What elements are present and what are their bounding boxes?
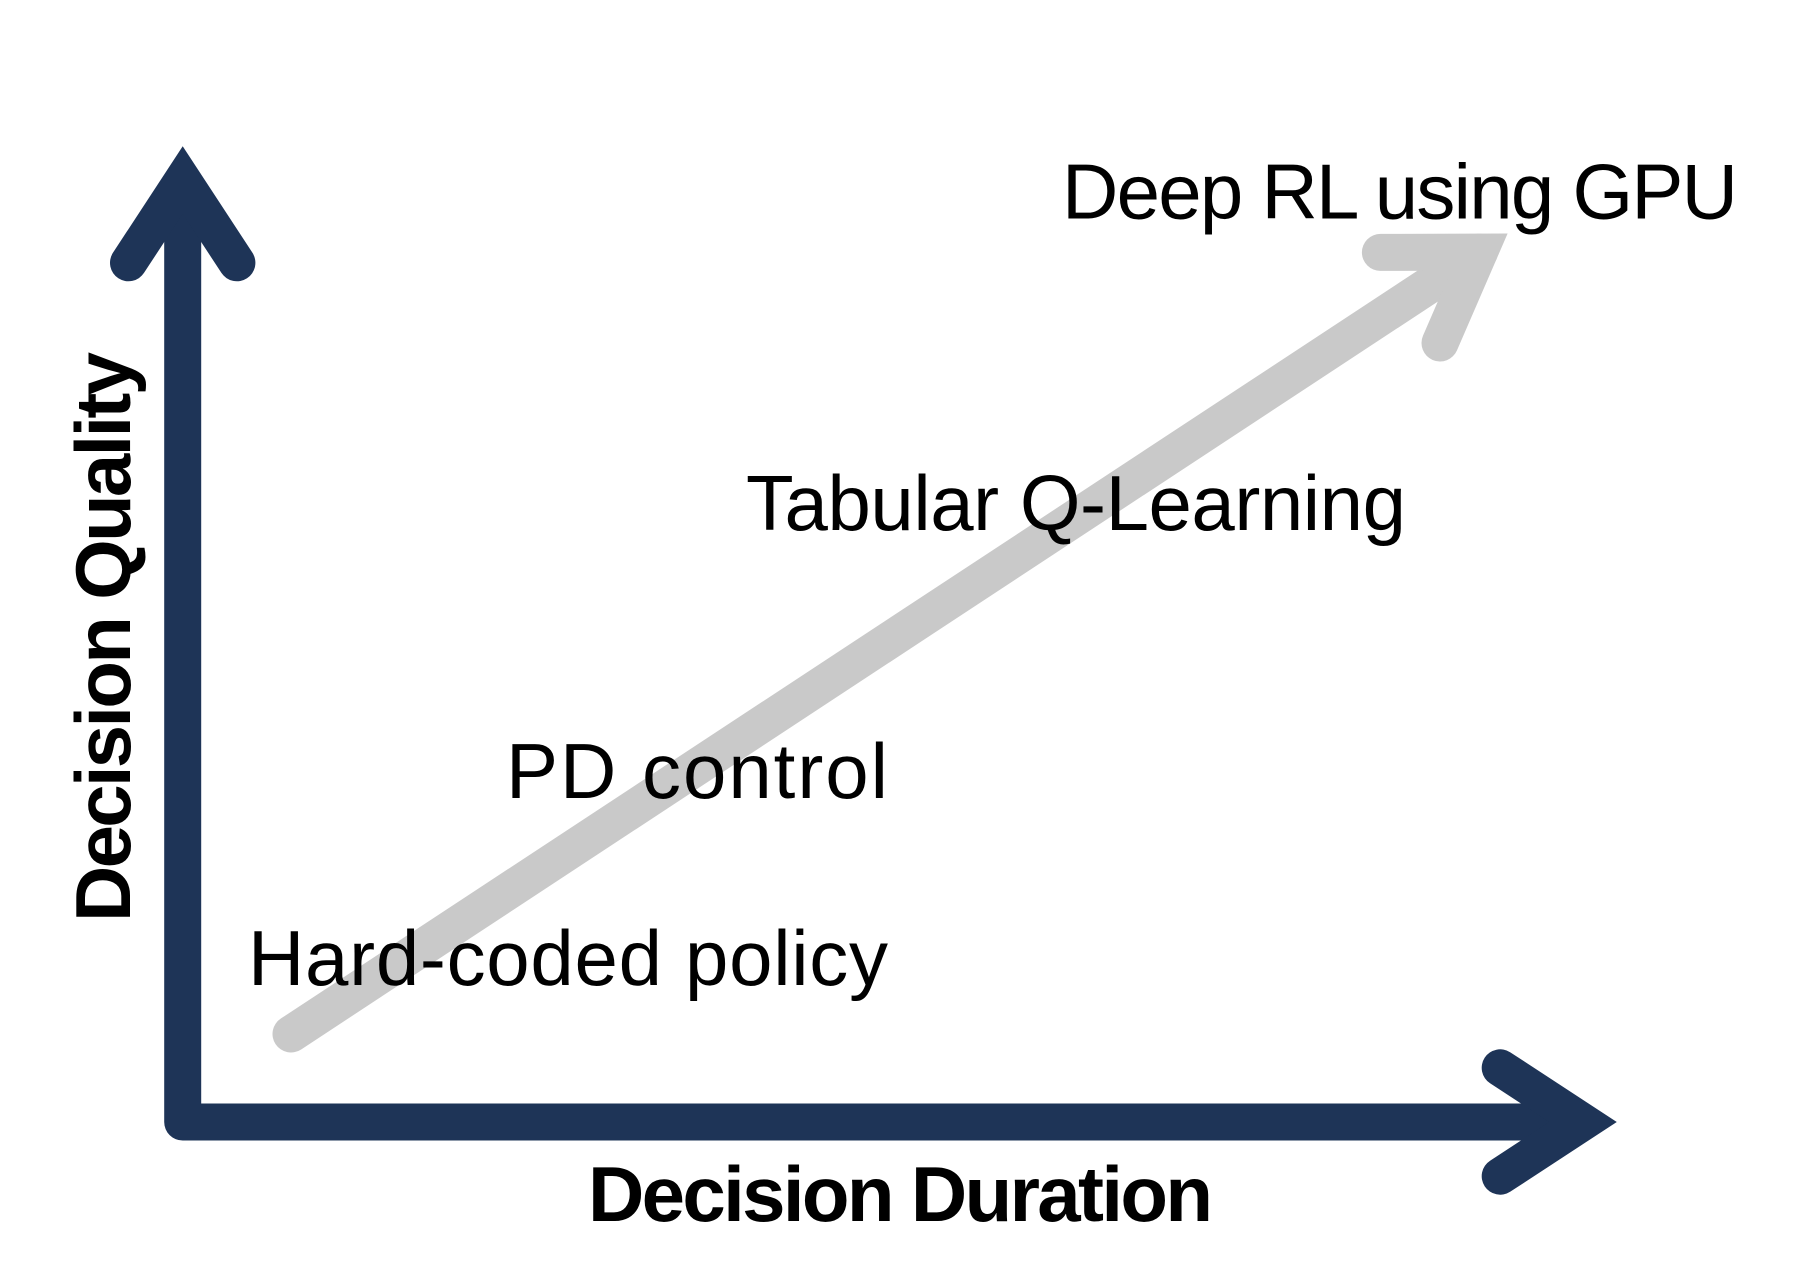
svg-text:Hard-coded policy: Hard-coded policy xyxy=(248,914,888,1002)
svg-text:Decision Duration: Decision Duration xyxy=(588,1150,1213,1238)
svg-text:Decision Quality: Decision Quality xyxy=(59,352,147,922)
svg-text:Tabular Q-Learning: Tabular Q-Learning xyxy=(746,459,1406,547)
svg-text:PD control: PD control xyxy=(506,727,888,815)
svg-text:Deep RL using GPU: Deep RL using GPU xyxy=(1062,148,1738,236)
